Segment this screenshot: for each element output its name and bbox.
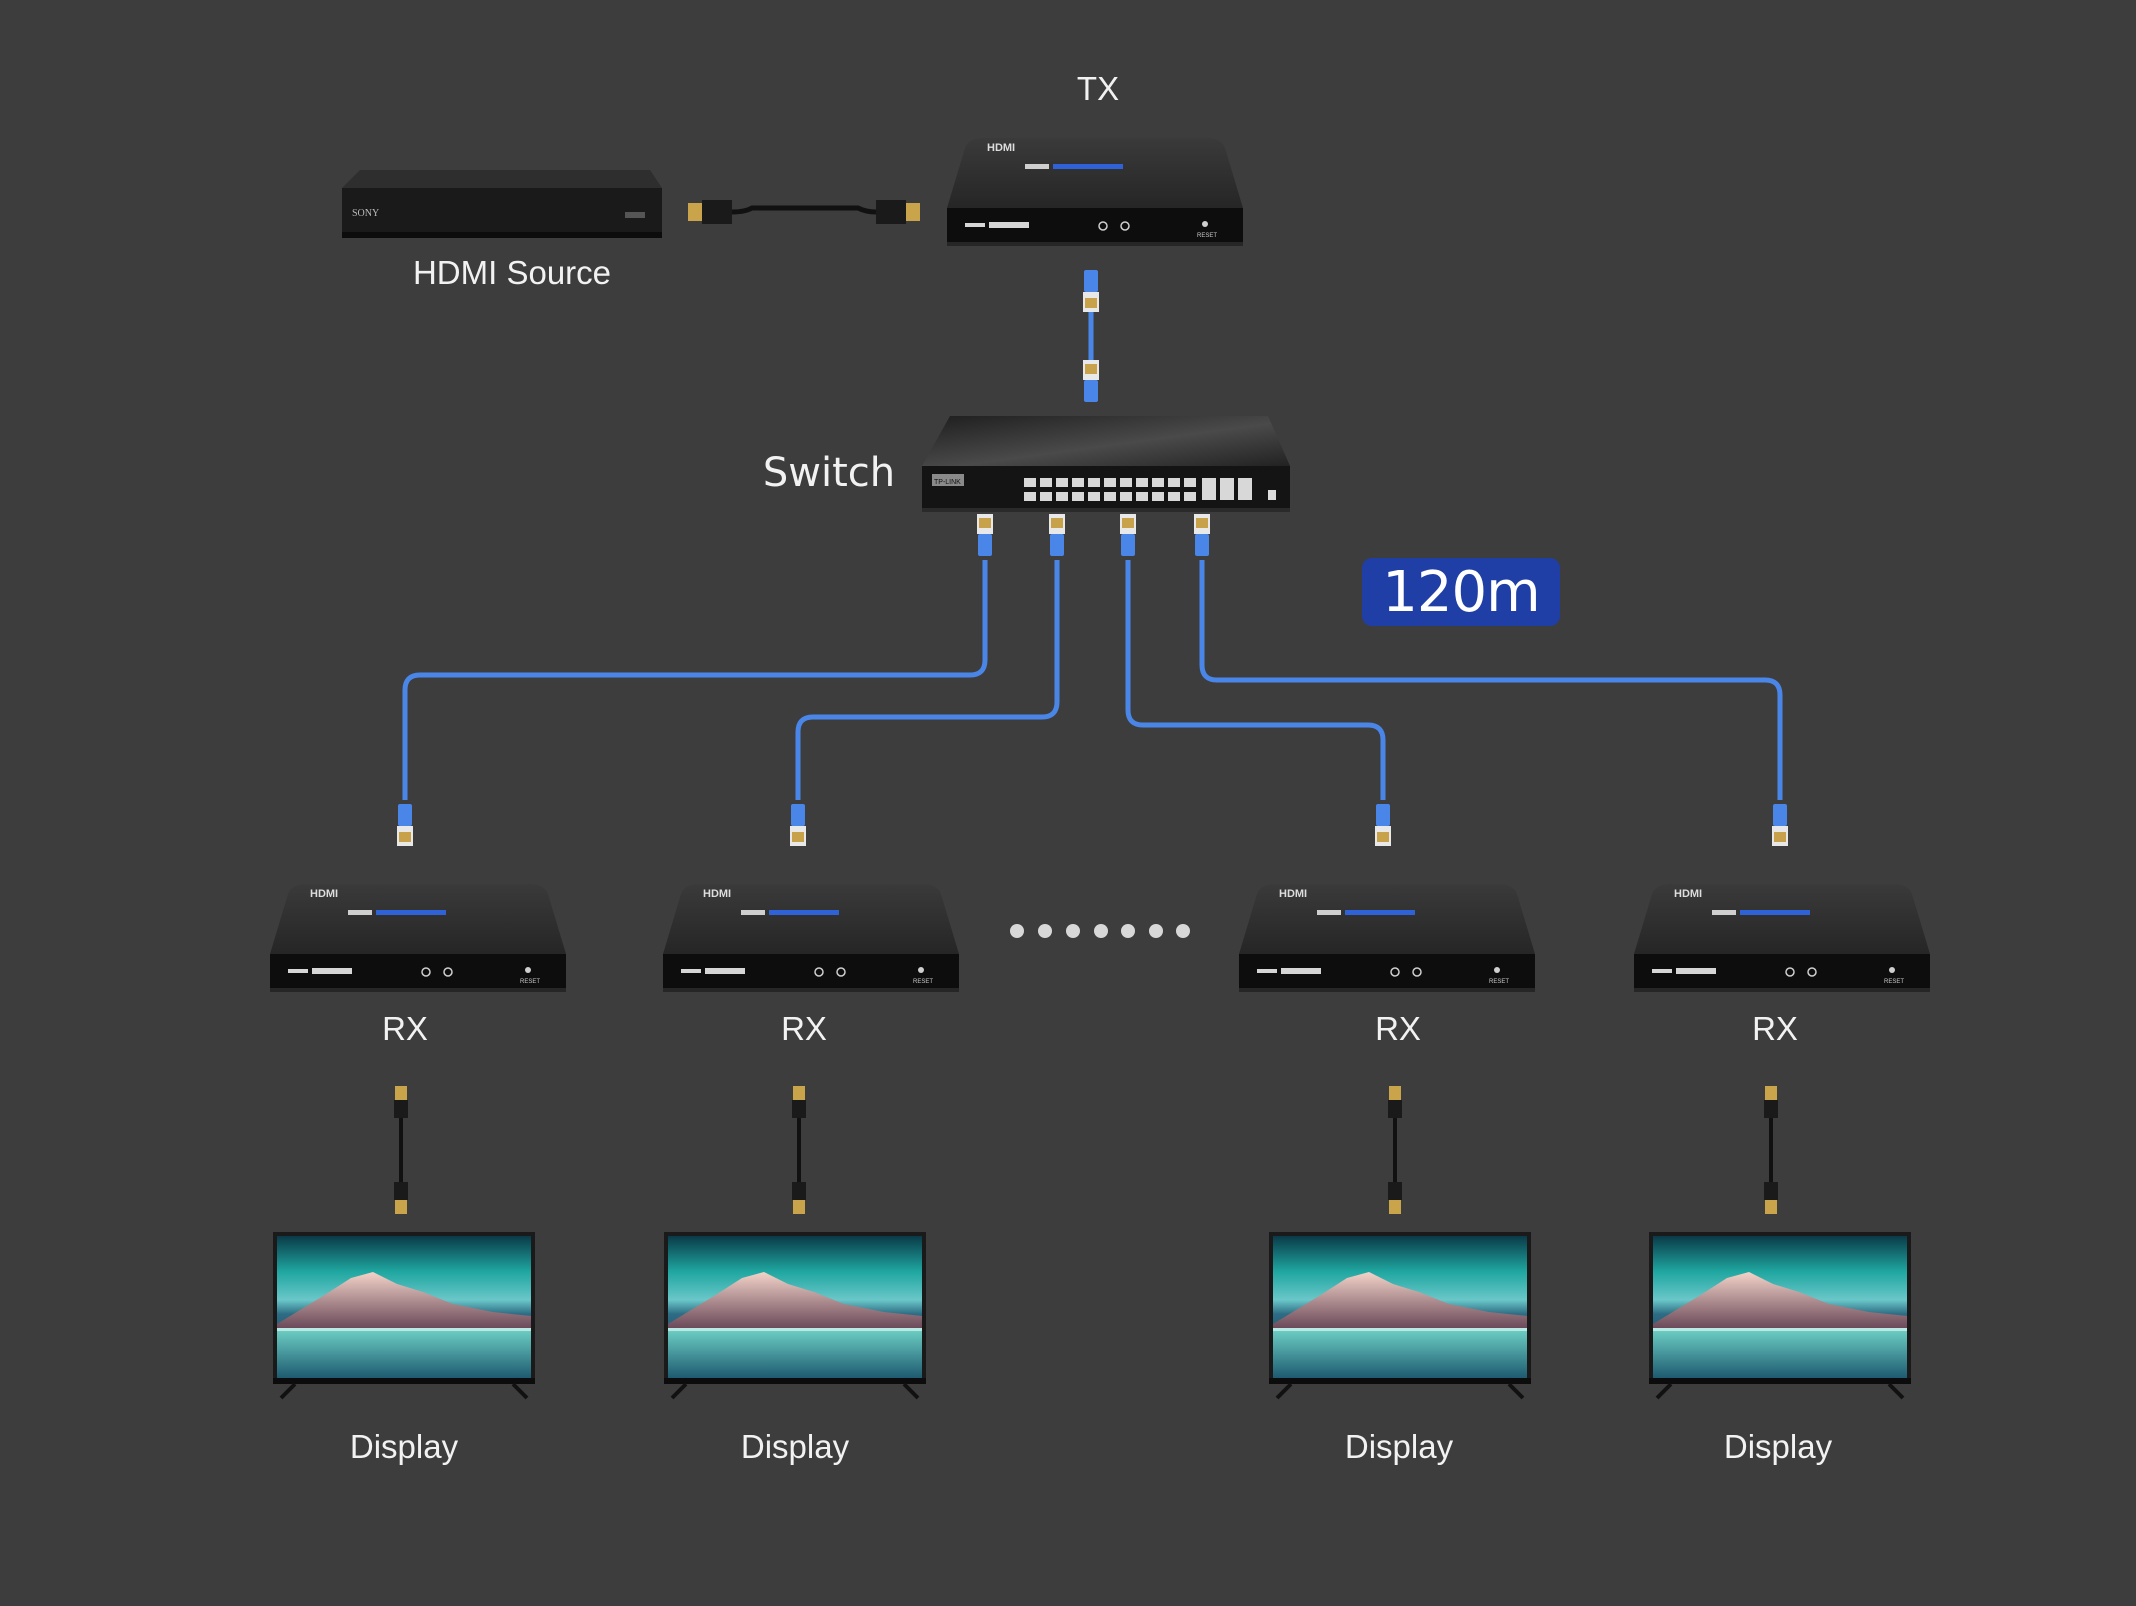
rj45-connector-icon bbox=[1049, 514, 1065, 556]
switch-label: Switch bbox=[762, 450, 896, 496]
extender-box-icon bbox=[946, 137, 1244, 247]
cable-rx4 bbox=[1199, 560, 1783, 800]
rj45-connector-icon bbox=[1120, 514, 1136, 556]
extender-box-icon bbox=[269, 883, 567, 993]
cable-rx2 bbox=[795, 560, 1060, 800]
network-switch-icon: TP-LINK bbox=[922, 416, 1290, 512]
rj45-connector-icon bbox=[977, 514, 993, 556]
rj45-connector-icon bbox=[790, 804, 806, 846]
display-label: Display bbox=[349, 1428, 459, 1465]
rj45-connector-icon bbox=[1083, 270, 1099, 312]
display-label: Display bbox=[740, 1428, 850, 1465]
tv-display-icon bbox=[662, 1230, 928, 1400]
tv-display-icon bbox=[271, 1230, 537, 1400]
tv-display-icon bbox=[1267, 1230, 1533, 1400]
extender-box-icon bbox=[1238, 883, 1536, 993]
rx-label: RX bbox=[382, 1010, 428, 1047]
rx-label: RX bbox=[781, 1010, 827, 1047]
cable-rx3 bbox=[1125, 560, 1386, 800]
source-brand-text: SONY bbox=[352, 208, 379, 219]
distance-badge: 120m bbox=[1362, 558, 1560, 626]
rj45-connector-icon bbox=[1375, 804, 1391, 846]
hdmi-cable-icon bbox=[688, 200, 920, 224]
tv-display-icon bbox=[1647, 1230, 1913, 1400]
extender-box-icon bbox=[1633, 883, 1931, 993]
rj45-connector-icon bbox=[1772, 804, 1788, 846]
rx-label: RX bbox=[1375, 1010, 1421, 1047]
extender-box-icon bbox=[662, 883, 960, 993]
hdmi-cable-icon bbox=[790, 1084, 808, 1216]
rj45-connector-icon bbox=[397, 804, 413, 846]
cable-rx1 bbox=[402, 560, 988, 800]
display-label: Display bbox=[1344, 1428, 1454, 1465]
blu-ray-player-icon: SONY bbox=[342, 170, 662, 238]
switch-brand-text: TP-LINK bbox=[934, 479, 961, 486]
tx-label: TX bbox=[1076, 70, 1120, 107]
rj45-connector-icon bbox=[1194, 514, 1210, 556]
rj45-connector-icon bbox=[1083, 360, 1099, 402]
display-label: Display bbox=[1723, 1428, 1833, 1465]
ellipsis-dots-icon bbox=[1010, 924, 1190, 938]
hdmi-cable-icon bbox=[1762, 1084, 1780, 1216]
rx-label: RX bbox=[1752, 1010, 1798, 1047]
network-cables bbox=[402, 302, 1783, 800]
hdmi-source-label: HDMI Source bbox=[412, 254, 612, 291]
hdmi-cable-icon bbox=[1386, 1084, 1404, 1216]
hdmi-cable-icon bbox=[392, 1084, 410, 1216]
